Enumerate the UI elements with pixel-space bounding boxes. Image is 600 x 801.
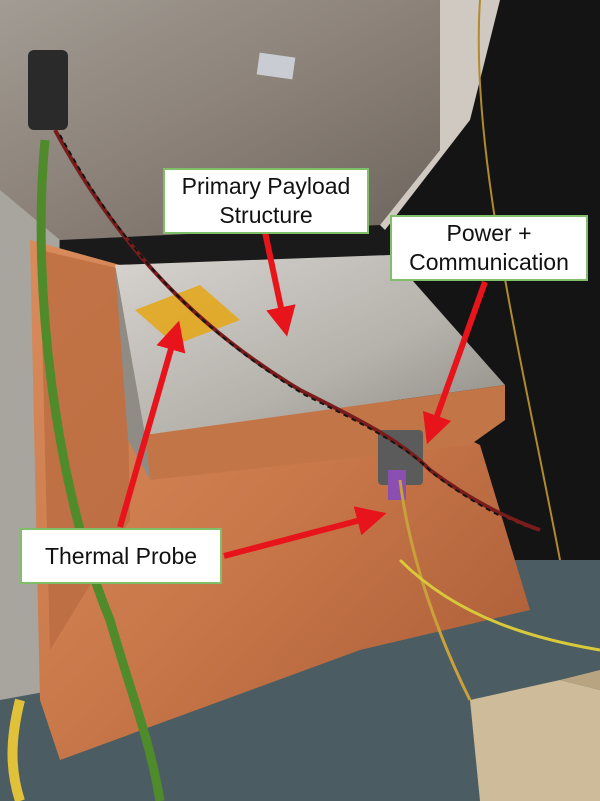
cardboard-box-flap [560,670,600,690]
yellow-cable [398,558,600,652]
primary-payload-structure-callout: Primary Payload Structure [163,168,369,234]
top-connector [28,50,68,130]
payload-box-side [115,265,150,480]
gold-wire [398,479,472,701]
primary-payload-label-line2: Structure [219,202,313,228]
lid-patch [256,52,296,80]
power-communication-label-line1: Power + [446,220,532,247]
arrow-thermal-probe-lower [223,506,387,559]
thermal-probe-callout: Thermal Probe [20,528,222,584]
arrow-power-communication [422,280,488,445]
twisted-black-wire [59,134,546,536]
arrow-thermal-probe-upper [117,320,186,528]
cardboard-box [470,680,600,801]
power-communication-label-line2: Communication [409,249,569,275]
thermal-probe-label: Thermal Probe [44,542,198,569]
arrow-primary-payload [262,231,296,337]
power-communication-callout: Power + Communication [390,215,588,281]
lid-edge [380,0,500,230]
ethernet-cable [7,698,25,801]
payload-box-front [145,385,505,480]
primary-payload-label-line1: Primary Payload [181,173,351,200]
